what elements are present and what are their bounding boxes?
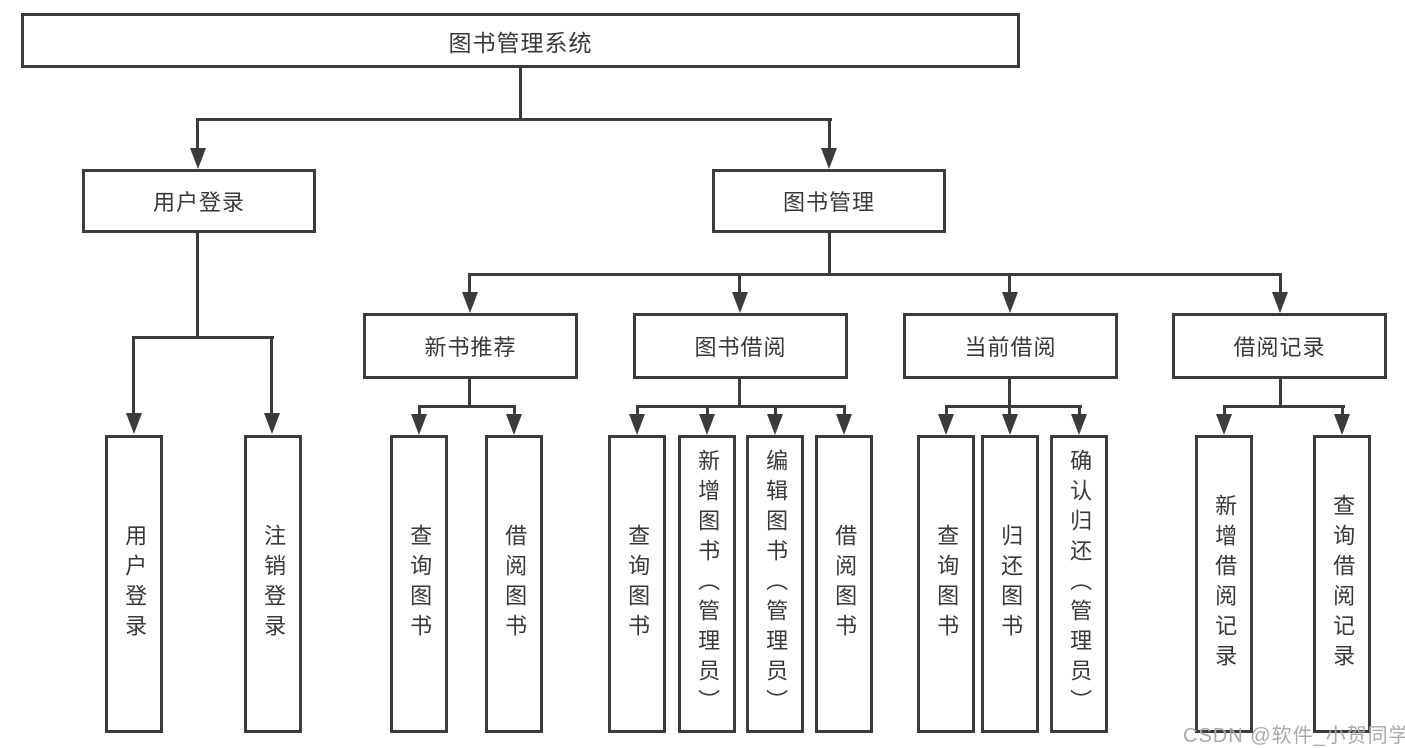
leaf-logout-label: 注销登录 [261,524,287,644]
connector-line [519,68,522,118]
leaf-borrow-books: 借阅图书 [815,435,873,733]
connector-line [132,336,274,339]
leaf-confirm-return-admin: 确认归还（管理员） [1050,435,1108,733]
leaf-add-book-admin-label: 新增图书（管理员） [695,449,721,719]
connector-line [1341,405,1344,416]
connector-line [418,405,516,408]
node-borrow-records: 借阅记录 [1172,313,1387,379]
leaf-query-books-current: 查询图书 [917,435,975,733]
connector-line [738,273,741,294]
leaf-query-books-recommend-label: 查询图书 [407,524,433,644]
arrow-down-icon [699,414,715,435]
arrow-down-icon [506,414,522,435]
leaf-query-books-current-label: 查询图书 [934,524,960,644]
leaf-user-login-label: 用户登录 [122,524,148,644]
connector-line [468,273,1282,276]
connector-line [1008,379,1011,405]
leaf-query-borrow-record: 查询借阅记录 [1313,435,1371,733]
node-book-borrow-label: 图书借阅 [694,335,787,360]
connector-line [636,405,639,416]
connector-line [270,336,273,415]
leaf-query-books-borrow: 查询图书 [608,435,666,733]
leaf-add-borrow-record-label: 新增借阅记录 [1212,494,1238,674]
connector-line [468,379,471,405]
leaf-edit-book-admin: 编辑图书（管理员） [746,435,804,733]
connector-line [738,379,741,405]
connector-line [1008,405,1011,416]
leaf-logout: 注销登录 [244,435,302,733]
connector-line [513,405,516,416]
connector-line [196,118,832,121]
node-new-book-recommend: 新书推荐 [363,313,578,379]
arrow-down-icon [821,148,837,169]
connector-line [828,118,831,151]
connector-line [1008,273,1011,294]
node-book-borrow: 图书借阅 [633,313,848,379]
connector-line [1078,405,1081,416]
node-new-book-recommend-label: 新书推荐 [424,335,517,360]
connector-line [843,405,846,416]
arrow-down-icon [629,414,645,435]
connector-line [945,405,948,416]
leaf-user-login: 用户登录 [105,435,163,733]
connector-line [132,336,135,415]
connector-line [1223,405,1345,408]
arrow-down-icon [767,414,783,435]
leaf-query-borrow-record-label: 查询借阅记录 [1330,494,1356,674]
arrow-down-icon [190,148,206,169]
connector-line [774,405,777,416]
connector-line [706,405,709,416]
leaf-add-borrow-record: 新增借阅记录 [1195,435,1253,733]
leaf-return-books-label: 归还图书 [998,524,1024,644]
leaf-borrow-books-recommend: 借阅图书 [485,435,543,733]
node-borrow-records-label: 借阅记录 [1233,335,1326,360]
arrow-down-icon [732,292,748,313]
leaf-confirm-return-admin-label: 确认归还（管理员） [1067,449,1093,719]
connector-line [636,405,846,408]
connector-line [196,233,199,336]
leaf-query-books-borrow-label: 查询图书 [625,524,651,644]
arrow-down-icon [126,413,142,434]
node-book-management: 图书管理 [712,169,946,233]
connector-line [1223,405,1226,416]
arrow-down-icon [1334,414,1350,435]
node-root-label: 图书管理系统 [448,29,593,56]
node-root: 图书管理系统 [21,13,1020,68]
arrow-down-icon [462,292,478,313]
node-current-borrow-label: 当前借阅 [964,335,1057,360]
arrow-down-icon [1071,414,1087,435]
node-current-borrow: 当前借阅 [903,313,1118,379]
leaf-return-books: 归还图书 [981,435,1039,733]
connector-line [945,405,1082,408]
connector-line [418,405,421,416]
connector-line [828,233,831,273]
leaf-edit-book-admin-label: 编辑图书（管理员） [763,449,789,719]
arrow-down-icon [411,414,427,435]
node-book-management-label: 图书管理 [782,190,875,215]
arrow-down-icon [1272,292,1288,313]
connector-line [468,273,471,294]
arrow-down-icon [836,414,852,435]
arrow-down-icon [1002,414,1018,435]
arrow-down-icon [938,414,954,435]
connector-line [196,118,199,151]
node-user-login: 用户登录 [82,169,316,233]
connector-line [1279,379,1282,405]
leaf-borrow-books-label: 借阅图书 [832,524,858,644]
watermark: CSDN @软件_小贺同学 [1183,725,1405,747]
node-user-login-label: 用户登录 [152,190,245,215]
arrow-down-icon [1216,414,1232,435]
arrow-down-icon [264,413,280,434]
connector-line [1279,273,1282,294]
leaf-add-book-admin: 新增图书（管理员） [678,435,736,733]
arrow-down-icon [1002,292,1018,313]
leaf-borrow-books-recommend-label: 借阅图书 [502,524,528,644]
leaf-query-books-recommend: 查询图书 [390,435,448,733]
